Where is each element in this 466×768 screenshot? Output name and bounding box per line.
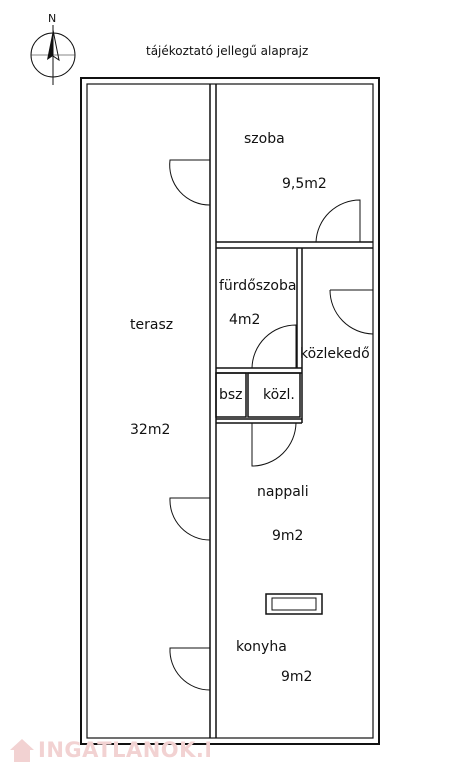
watermark-text: INGATLANOK.HU — [38, 738, 210, 762]
room-terasz-area: 32m2 — [130, 422, 170, 438]
room-nappali-name: nappali — [257, 484, 309, 500]
house-logo-icon — [10, 739, 34, 762]
compass-north-label: N — [48, 12, 56, 25]
watermark-logo: INGATLANOK.HU — [10, 738, 210, 762]
room-nappali-area: 9m2 — [272, 528, 303, 544]
room-furdoszoba-area: 4m2 — [229, 312, 260, 328]
room-konyha-name: konyha — [236, 639, 287, 655]
room-kozl-name: közl. — [263, 387, 295, 403]
plan-title: tájékoztató jellegű alaprajz — [146, 44, 308, 58]
room-terasz-name: terasz — [130, 317, 173, 333]
outer-walls — [80, 77, 380, 745]
room-kozlekedo-name: közlekedő — [300, 346, 370, 362]
chimney-symbol — [265, 593, 323, 615]
room-furdoszoba-name: fürdőszoba — [219, 278, 296, 294]
compass-rose-icon: N — [30, 12, 76, 85]
room-konyha-area: 9m2 — [281, 669, 312, 685]
room-szoba-area: 9,5m2 — [282, 176, 327, 192]
room-bsz-name: bsz — [219, 387, 243, 403]
inner-walls — [209, 84, 373, 738]
room-szoba-name: szoba — [244, 131, 285, 147]
door-swings — [169, 159, 374, 691]
